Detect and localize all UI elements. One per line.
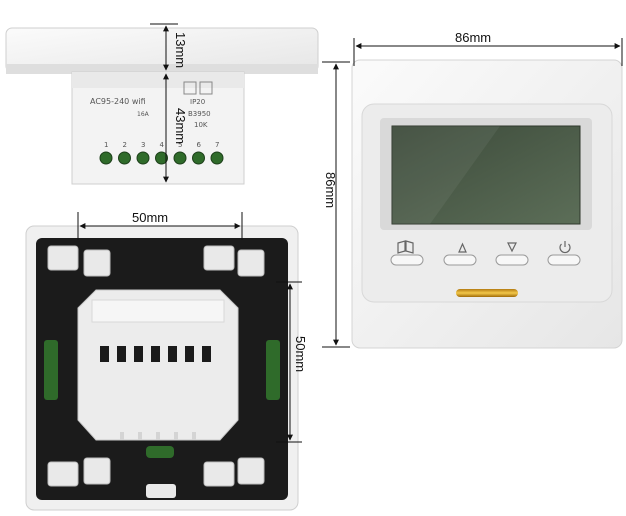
back-terminal-slot bbox=[117, 346, 126, 362]
side-view: AC95-240 wifi 16A IP20 B3950 10K 1 2 3 4 5 6 7… bbox=[5, 23, 319, 185]
book-icon bbox=[397, 240, 414, 254]
back-module bbox=[77, 289, 239, 441]
back-terminal-slot bbox=[134, 346, 143, 362]
svg-text:AC95-240 wifi: AC95-240 wifi bbox=[90, 97, 146, 106]
terminal-screw bbox=[118, 151, 131, 165]
triangle-down-icon bbox=[507, 242, 517, 253]
back-view: 50mm 50mm bbox=[25, 210, 308, 511]
side-module-body bbox=[71, 71, 245, 185]
side-voltage-label: AC95-240 bbox=[90, 97, 129, 106]
dim-side-depth: 43mm bbox=[173, 108, 188, 144]
down-button[interactable] bbox=[495, 254, 529, 266]
terminal-screw bbox=[99, 151, 113, 165]
dim-front-height: 86mm bbox=[323, 172, 338, 208]
dim-front-width: 86mm bbox=[455, 30, 491, 45]
power-button[interactable] bbox=[547, 254, 581, 266]
terminal-screw bbox=[192, 151, 205, 165]
side-resistance-label: 10K bbox=[194, 121, 208, 129]
back-terminal-slot bbox=[100, 346, 109, 362]
back-terminal-slot bbox=[202, 346, 211, 362]
side-sensor-label: B3950 bbox=[188, 110, 211, 118]
dim-back-width: 50mm bbox=[132, 210, 168, 225]
back-terminal-slot bbox=[151, 346, 160, 362]
side-ip-label: IP20 bbox=[190, 98, 205, 106]
terminal-number: 5 bbox=[178, 141, 182, 149]
terminal-number: 3 bbox=[141, 141, 145, 149]
triangle-up-icon bbox=[458, 242, 467, 253]
terminal-number: 4 bbox=[160, 141, 165, 149]
terminal-number: 7 bbox=[215, 141, 219, 149]
side-wifi-label: wifi bbox=[132, 97, 146, 106]
terminal-number: 1 bbox=[104, 141, 108, 149]
lcd-screen bbox=[391, 125, 581, 225]
terminal-screw bbox=[136, 151, 150, 165]
menu-button[interactable] bbox=[390, 254, 424, 266]
indicator-strip bbox=[456, 289, 518, 297]
up-button[interactable] bbox=[443, 254, 477, 266]
terminal-number: 2 bbox=[123, 141, 127, 149]
terminal-number: 6 bbox=[197, 141, 202, 149]
dim-back-height: 50mm bbox=[293, 336, 308, 372]
square-mark-icon bbox=[199, 81, 213, 95]
power-icon bbox=[559, 241, 571, 254]
side-current-label: 16A bbox=[137, 111, 150, 118]
ce-mark-icon bbox=[183, 81, 197, 95]
terminal-screw bbox=[173, 151, 187, 165]
dim-side-thickness: 13mm bbox=[173, 32, 188, 68]
front-view: 86mm 86mm bbox=[322, 30, 623, 349]
back-terminal-slot bbox=[168, 346, 177, 362]
back-terminal-slot bbox=[185, 346, 194, 362]
terminal-screw bbox=[210, 151, 224, 165]
